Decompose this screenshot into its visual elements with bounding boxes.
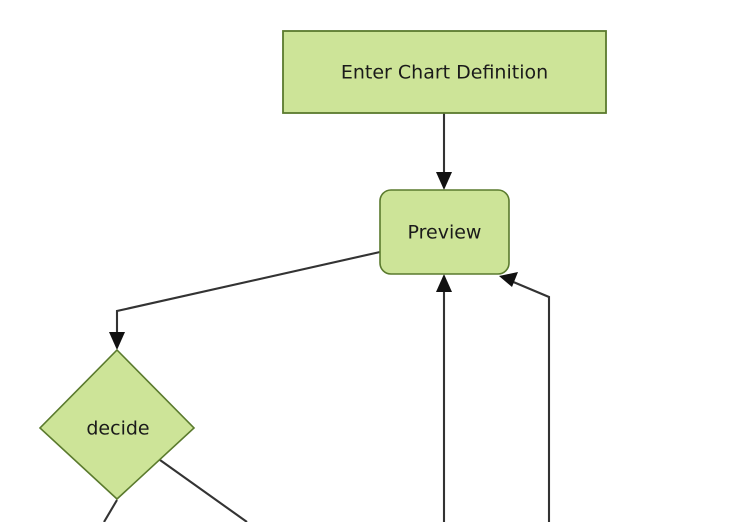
edge-offscreen-right-to-preview xyxy=(499,272,551,522)
arrowhead-icon xyxy=(109,332,125,350)
node-shape-diamond[interactable] xyxy=(38,348,196,501)
node-preview[interactable]: Preview xyxy=(379,189,510,275)
edge-offscreen-center-to-preview xyxy=(436,274,452,522)
arrowhead-icon xyxy=(499,272,518,287)
edge-decide-bottom-offscreen xyxy=(103,499,118,522)
edge-line xyxy=(103,499,118,522)
node-shape-rounded-rectangle[interactable] xyxy=(379,189,510,275)
edge-preview-to-decide xyxy=(109,250,381,350)
edge-decide-right-offscreen xyxy=(159,459,248,522)
node-enter-chart-definition[interactable]: Enter Chart Definition xyxy=(282,30,607,114)
arrowhead-icon xyxy=(436,274,452,292)
node-decide[interactable]: decide xyxy=(38,348,196,501)
edge-line xyxy=(159,459,248,522)
node-shape-rectangle[interactable] xyxy=(282,30,607,114)
edge-line xyxy=(115,250,381,336)
edge-enter-to-preview xyxy=(436,113,452,190)
arrowhead-icon xyxy=(436,172,452,190)
edge-line xyxy=(510,280,551,522)
